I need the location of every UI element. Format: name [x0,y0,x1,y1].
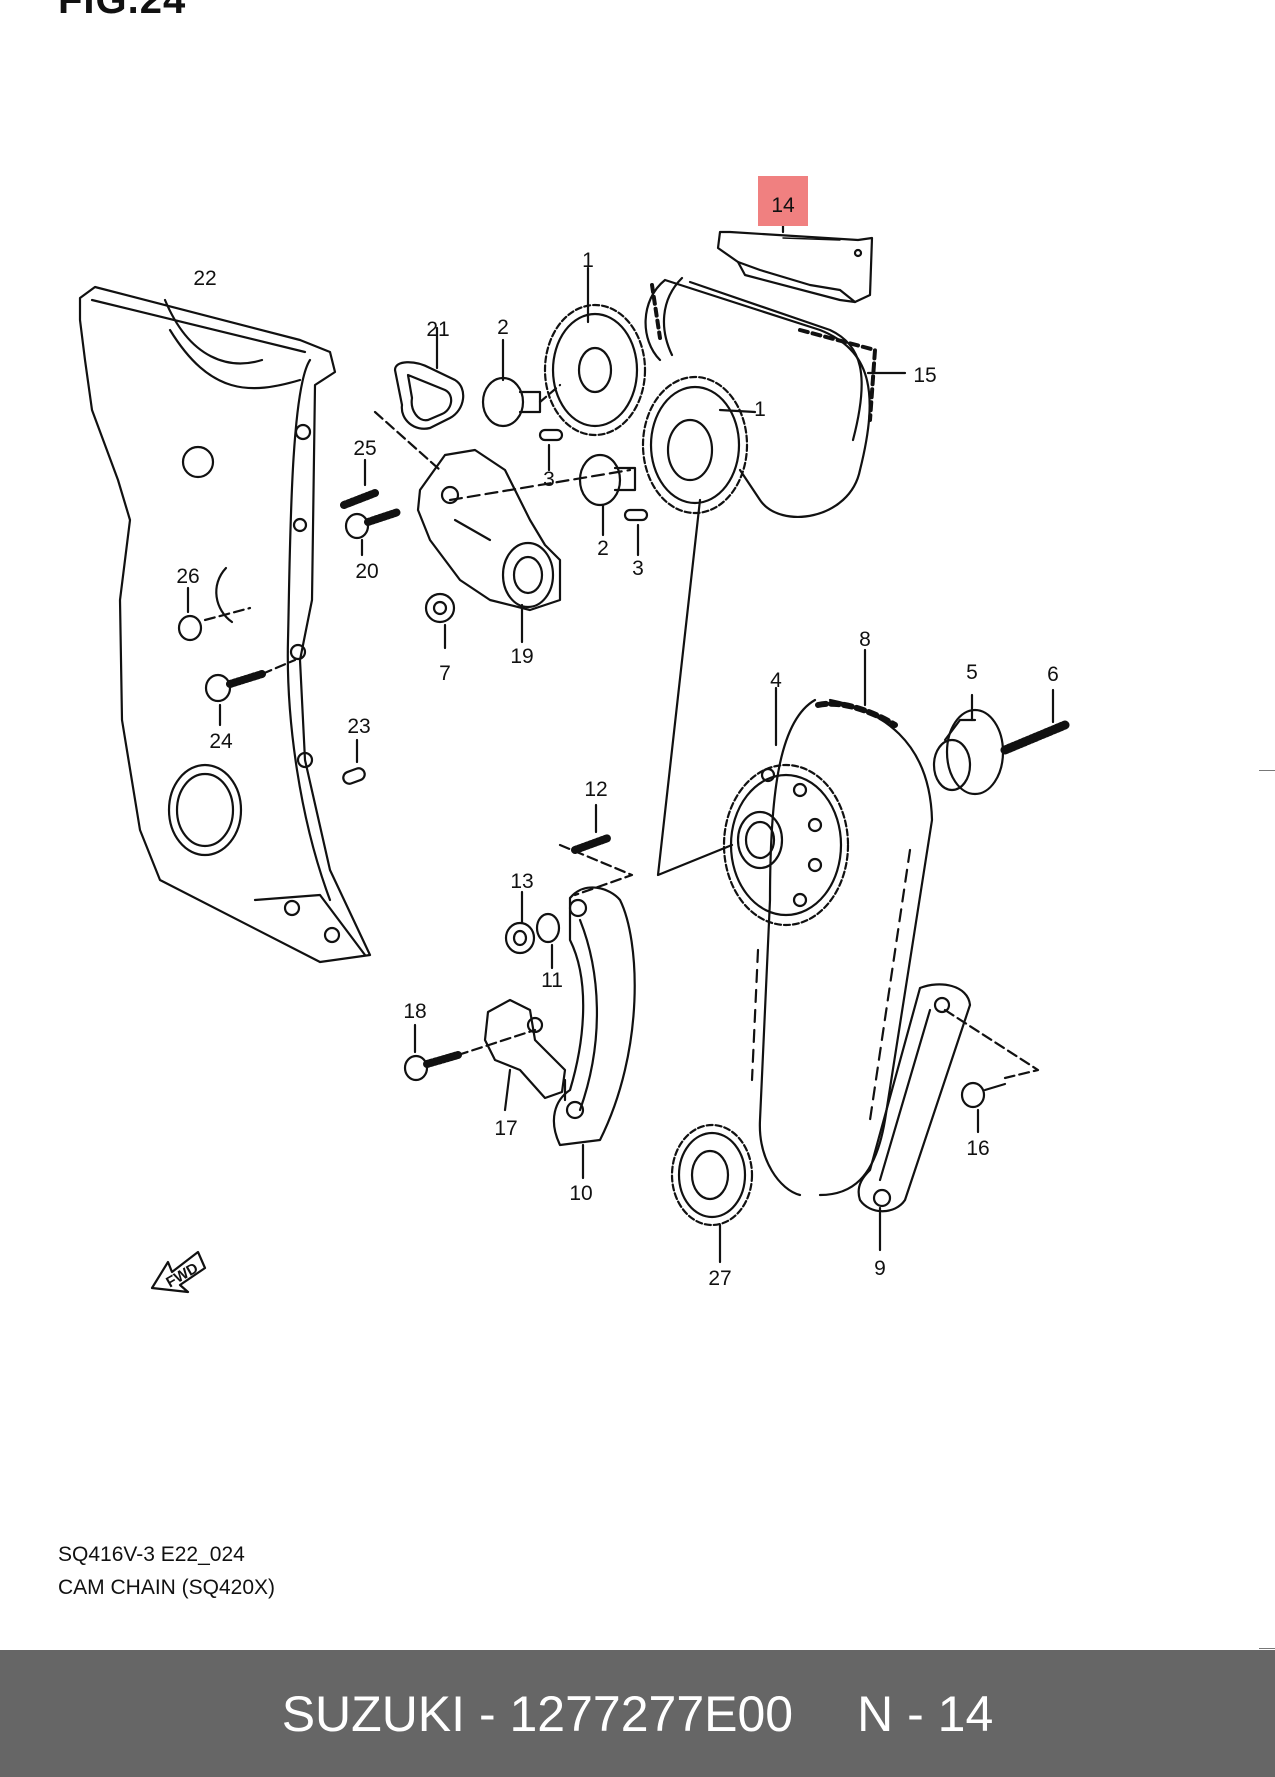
stud-part-25 [340,458,379,509]
crank-sprocket-part-4 [722,686,850,927]
callout-14: 14 [771,194,795,217]
callout-5: 5 [966,661,978,684]
figure-name: CAM CHAIN (SQ420X) [58,1576,276,1599]
stud-part-12 [558,803,634,897]
spacer-part-5 [932,693,1005,796]
chain-part-8 [815,648,898,728]
crank-sprocket-part-27 [670,1123,754,1264]
figure-title: FIG.24 [58,0,187,22]
callout-21: 21 [426,318,449,341]
callout-16: 16 [966,1137,989,1160]
callout-labels: 14 22 1 21 2 15 1 25 3 20 2 3 26 7 19 8 … [163,194,1059,1291]
chain-tensioner-part-19 [416,448,632,644]
part-number: SUZUKI - 1277277E00 [281,1685,794,1742]
parts-diagram: 14 22 1 21 2 15 1 25 3 20 2 3 26 7 19 8 … [78,176,1070,1294]
bolt-part-6 [1000,688,1070,755]
callout-24: 24 [209,730,233,753]
callout-22: 22 [193,267,216,290]
callout-25: 25 [353,437,376,460]
callout-27: 27 [708,1267,731,1290]
nut-part-26 [177,586,252,642]
callout-26: 26 [176,565,199,588]
bolt-part-18 [403,1023,537,1082]
callout-10: 10 [569,1182,592,1205]
callout-7: 7 [439,662,451,685]
callout-1-upper: 1 [582,249,594,272]
scroll-edge-mark [1259,1648,1275,1649]
timing-chain-loop [656,498,934,1197]
scroll-edge-mark [1259,770,1275,771]
diagram-page: N - 14 [857,1685,994,1742]
callout-9: 9 [874,1257,886,1280]
bolt-part-24 [204,658,297,727]
nut-part-13 [504,890,536,955]
callout-2-lower: 2 [597,537,609,560]
callout-20: 20 [355,560,378,583]
callout-17: 17 [494,1117,517,1140]
timing-cover-part-22 [78,285,372,964]
footer-bar: SUZUKI - 1277277E00 N - 14 [0,1650,1275,1777]
pin-part-3a [538,428,564,472]
callout-13: 13 [510,870,533,893]
callout-2-upper: 2 [497,316,509,339]
gasket-part-21 [373,326,465,472]
callout-4: 4 [770,669,782,692]
figure-code: SQ416V-3 E22_024 [58,1543,245,1566]
chain-guide-part-10 [552,886,636,1180]
pin-part-3b [623,508,649,557]
callout-18: 18 [403,1000,426,1023]
fwd-arrow-icon [150,1250,207,1294]
callout-11: 11 [541,969,563,992]
callout-3-lower: 3 [632,557,644,580]
callout-12: 12 [584,778,607,801]
bolt-part-2b [578,453,637,537]
bolt-part-16 [960,1081,1007,1134]
cam-sprocket-part-1b [641,375,757,515]
callout-15: 15 [913,364,936,387]
callout-8: 8 [859,628,871,651]
bolt-part-2a [481,338,562,428]
callout-23: 23 [347,715,370,738]
callout-1-lower: 1 [754,398,766,421]
washer-part-11 [535,912,561,970]
nut-part-7 [424,592,456,650]
highlight-box [758,176,808,226]
cam-chain-part-15 [644,276,907,518]
pin-part-23 [342,738,366,785]
callout-3-upper: 3 [543,468,555,491]
callout-6: 6 [1047,663,1059,686]
tensioner-adjuster-part-17 [483,998,567,1112]
bolt-part-20 [344,508,402,557]
chain-guide-part-9 [857,983,1040,1252]
cam-sprocket-part-1a [543,266,647,437]
callout-19: 19 [510,645,533,668]
chain-guide-part-14 [716,216,874,304]
